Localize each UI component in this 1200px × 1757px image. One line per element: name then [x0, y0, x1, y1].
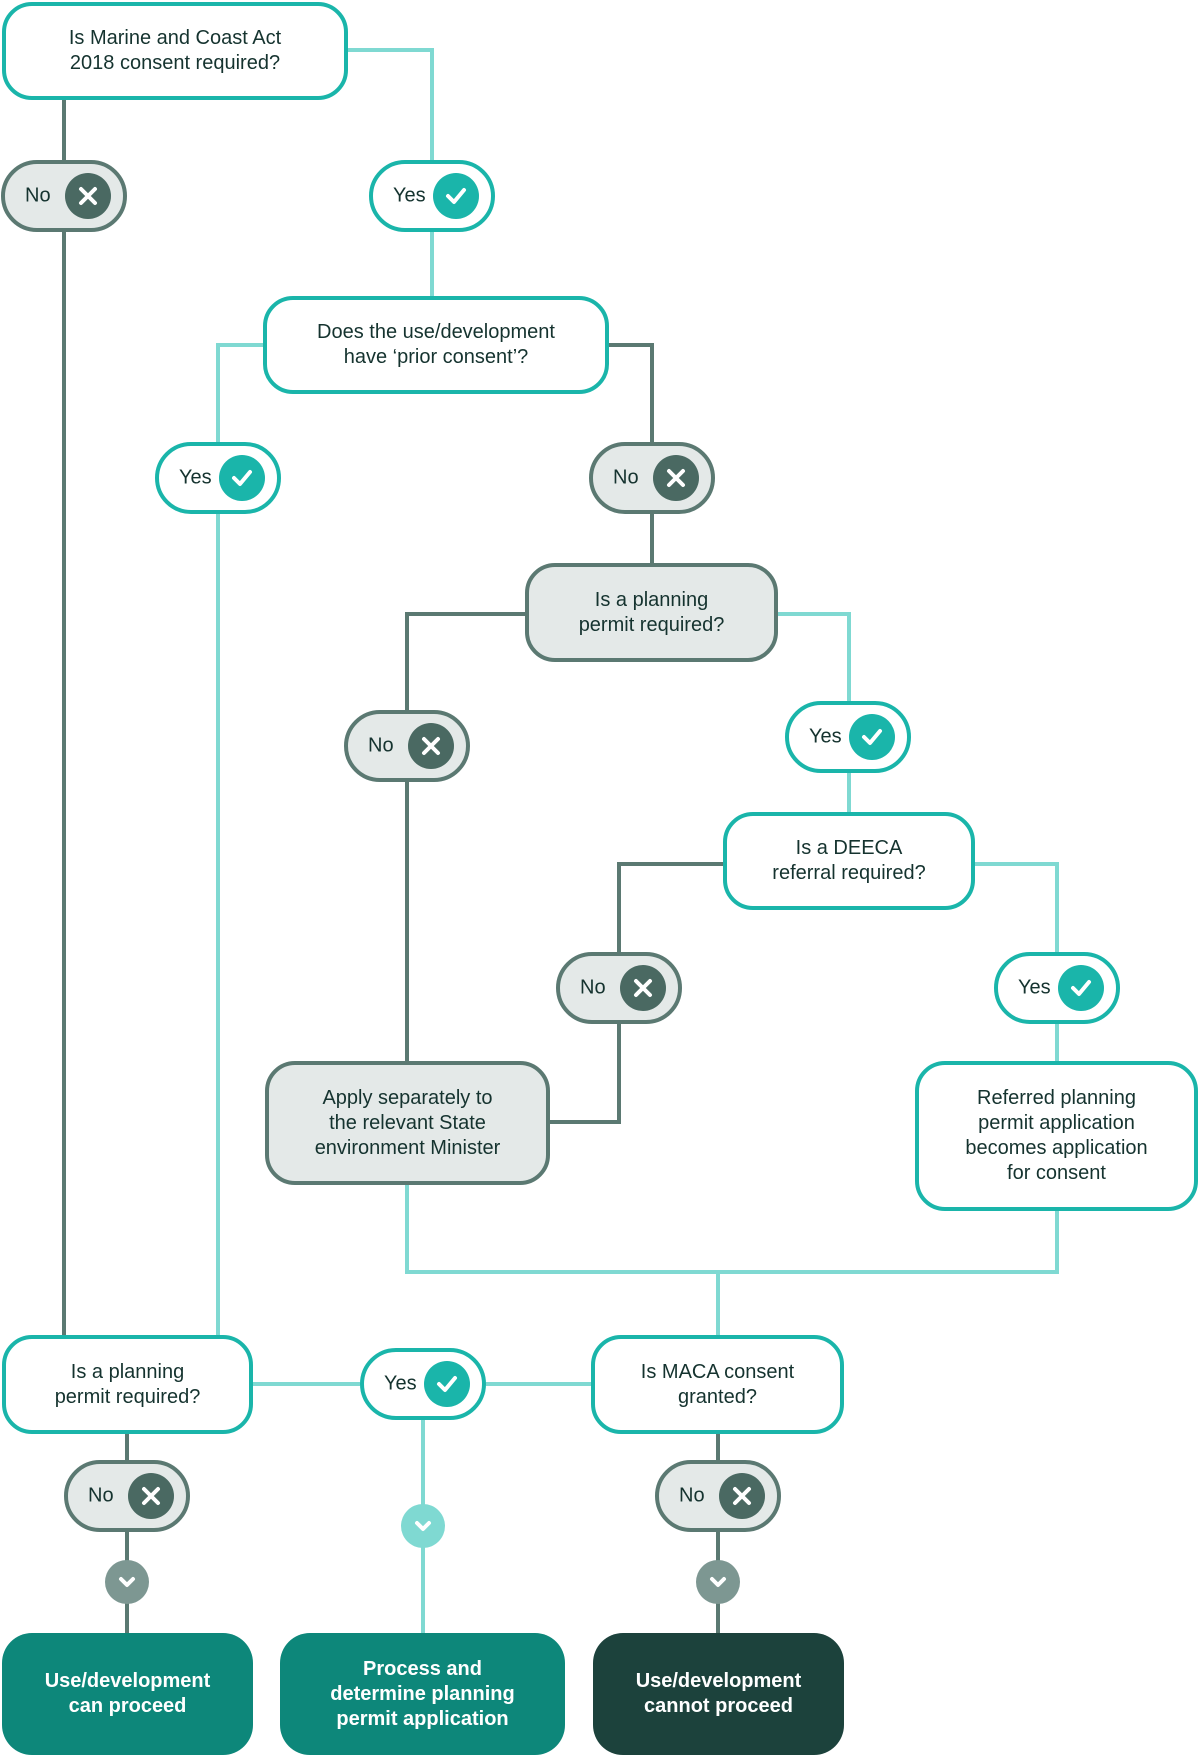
- connector-q2-no: [607, 343, 654, 442]
- check-icon: [1058, 965, 1104, 1011]
- question-planning-permit-upper: Is a planning permit required?: [525, 563, 778, 662]
- answer-no-deeca-referral: No: [556, 952, 682, 1024]
- answer-no-maca-granted: No: [655, 1460, 781, 1532]
- action-referred-application: Referred planning permit application bec…: [915, 1061, 1198, 1211]
- question-maca-consent-granted: Is MACA consent granted?: [591, 1335, 844, 1434]
- connector-q3-yes: [776, 612, 851, 701]
- connector-no-apply2: [548, 1024, 621, 1124]
- check-icon: [219, 455, 265, 501]
- chevron-down-icon: [696, 1560, 740, 1604]
- cross-icon: [128, 1473, 174, 1519]
- answer-no-label: No: [613, 466, 639, 489]
- answer-yes-bottom: Yes: [360, 1348, 486, 1420]
- answer-yes-label: Yes: [1018, 976, 1051, 999]
- check-icon: [433, 173, 479, 219]
- chevron-down-icon: [401, 1504, 445, 1548]
- answer-yes-label: Yes: [809, 725, 842, 748]
- cross-icon: [620, 965, 666, 1011]
- cross-icon: [65, 173, 111, 219]
- action-referred-application-text: Referred planning permit application bec…: [965, 1087, 1148, 1184]
- outcome-process-permit-text: Process and determine planning permit ap…: [330, 1657, 515, 1730]
- action-apply-separately: Apply separately to the relevant State e…: [265, 1061, 550, 1185]
- outcome-can-proceed: Use/development can proceed: [2, 1633, 253, 1755]
- cross-icon: [653, 455, 699, 501]
- outcome-cannot-proceed-text: Use/development cannot proceed: [635, 1670, 802, 1717]
- answer-yes-label: Yes: [393, 184, 426, 207]
- connector-referred-down: [718, 1210, 1059, 1274]
- answer-yes-prior-consent: Yes: [155, 442, 281, 514]
- answer-no-label: No: [368, 734, 394, 757]
- connector-q2-yes: [216, 343, 265, 442]
- answer-yes-label: Yes: [384, 1372, 417, 1395]
- cross-icon: [719, 1473, 765, 1519]
- answer-yes-planning-permit-upper: Yes: [785, 701, 911, 773]
- outcome-can-proceed-text: Use/development can proceed: [44, 1670, 211, 1717]
- check-icon: [424, 1361, 470, 1407]
- question-maca-act-consent: Is Marine and Coast Act 2018 consent req…: [2, 2, 348, 100]
- question-prior-consent-text: Does the use/development have ‘prior con…: [317, 321, 555, 368]
- connector-q1-yes: [346, 48, 434, 160]
- answer-no-prior-consent: No: [589, 442, 715, 514]
- answer-no-planning-permit-lower: No: [64, 1460, 190, 1532]
- answer-no-label: No: [679, 1484, 705, 1507]
- connector-q4-yes: [973, 862, 1059, 952]
- answer-no-planning-permit-upper: No: [344, 710, 470, 782]
- answer-yes-label: Yes: [179, 466, 212, 489]
- outcome-cannot-proceed: Use/development cannot proceed: [593, 1633, 844, 1755]
- answer-no-label: No: [580, 976, 606, 999]
- action-apply-separately-text: Apply separately to the relevant State e…: [314, 1086, 501, 1159]
- question-maca-act-consent-text: Is Marine and Coast Act 2018 consent req…: [68, 27, 282, 74]
- connector-apply-down: [405, 1184, 718, 1274]
- question-maca-consent-granted-text: Is MACA consent granted?: [640, 1360, 795, 1408]
- chevron-down-icon: [105, 1560, 149, 1604]
- cross-icon: [408, 723, 454, 769]
- question-prior-consent: Does the use/development have ‘prior con…: [263, 296, 609, 394]
- check-icon: [849, 714, 895, 760]
- question-deeca-referral: Is a DEECA referral required?: [723, 812, 975, 910]
- question-deeca-referral-text: Is a DEECA referral required?: [772, 837, 926, 884]
- question-planning-permit-lower: Is a planning permit required?: [2, 1335, 253, 1434]
- answer-no-label: No: [25, 184, 51, 207]
- question-planning-permit-lower-text: Is a planning permit required?: [54, 1360, 201, 1408]
- answer-yes-maca-act: Yes: [369, 160, 495, 232]
- connector-q3-no: [405, 612, 527, 710]
- outcome-process-permit: Process and determine planning permit ap…: [280, 1633, 565, 1755]
- connector-q4-no: [617, 862, 725, 952]
- question-planning-permit-upper-text: Is a planning permit required?: [578, 588, 725, 636]
- answer-yes-deeca-referral: Yes: [994, 952, 1120, 1024]
- answer-no-maca-act: No: [1, 160, 127, 232]
- answer-no-label: No: [88, 1484, 114, 1507]
